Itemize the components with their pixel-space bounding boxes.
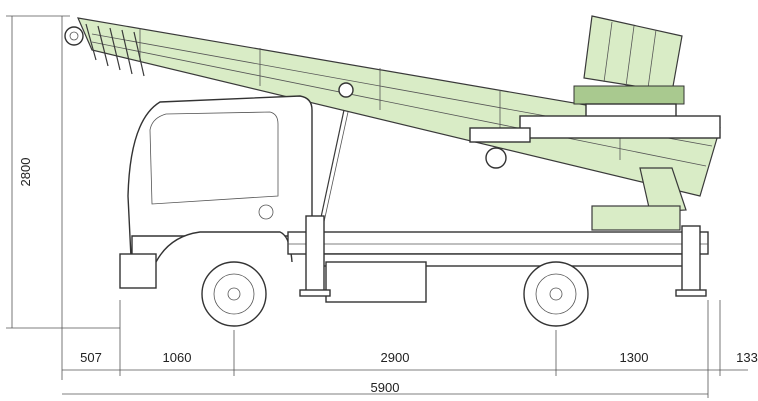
dim-front-overhang: 507	[80, 350, 102, 365]
dim-cab-to-axle: 1060	[163, 350, 192, 365]
rear-wheel	[523, 261, 589, 327]
dim-wheelbase: 2900	[381, 350, 410, 365]
truck-cab	[119, 95, 313, 289]
height-label: 2800	[18, 158, 33, 187]
dim-extra: 133	[736, 350, 758, 365]
length-dimensions	[62, 300, 748, 398]
dim-total-length: 5900	[371, 380, 400, 395]
turntable	[469, 127, 687, 231]
ladder-boom	[77, 17, 721, 197]
chassis	[287, 215, 709, 303]
boom-tip-rungs	[64, 23, 145, 77]
hydraulic-ram	[319, 82, 354, 223]
height-dimension	[6, 15, 120, 380]
front-wheel	[201, 261, 267, 327]
dim-rear-overhang: 1300	[620, 350, 649, 365]
work-platform	[519, 15, 721, 139]
